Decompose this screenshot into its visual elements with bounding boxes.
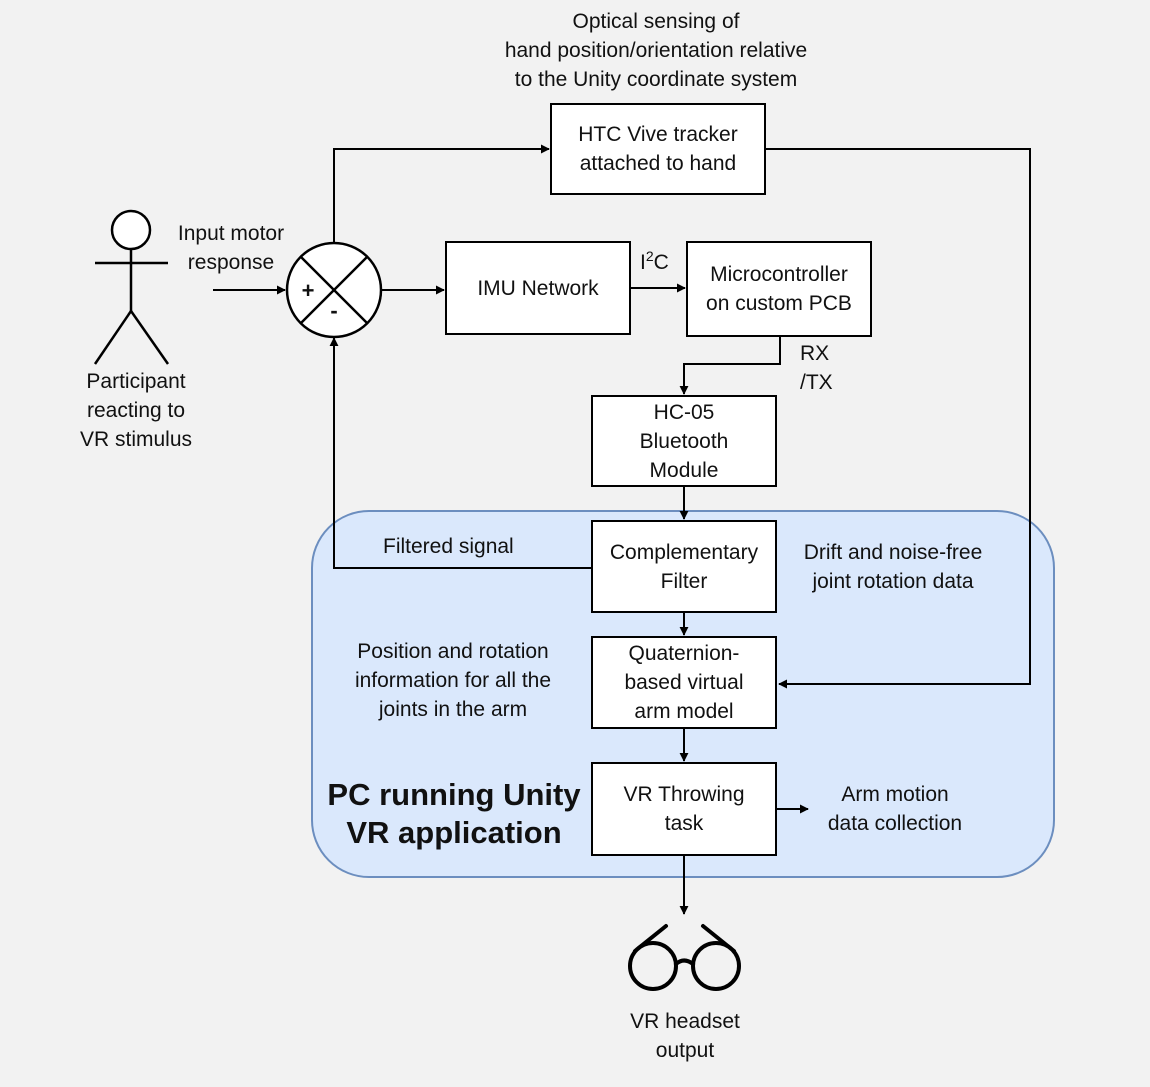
- arm-motion-data-label: Arm motion data collection: [827, 783, 963, 835]
- filtered-signal-label: Filtered signal: [383, 535, 514, 558]
- edge-micro-to-hc05: [679, 337, 781, 395]
- edge-htc-to-quat: [766, 148, 1031, 689]
- stick-figure-icon: [93, 209, 170, 365]
- microcontroller-node: Microcontroller on custom PCB: [686, 241, 872, 337]
- htc-vive-tracker-node: HTC Vive tracker attached to hand: [550, 103, 766, 195]
- edge-junction-to-htc: [333, 144, 550, 242]
- junction-plus-sign: +: [301, 278, 315, 303]
- i2c-label: I2C: [640, 248, 669, 274]
- position-rotation-info-label: Position and rotation information for al…: [354, 640, 552, 721]
- imu-network-node: IMU Network: [445, 241, 631, 335]
- glasses-icon: [628, 924, 741, 991]
- summing-junction-icon: [285, 241, 383, 339]
- edge-filter-feedback: [329, 337, 591, 569]
- junction-minus-sign: -: [330, 298, 338, 323]
- optical-sensing-label: Optical sensing of hand position/orienta…: [504, 10, 808, 91]
- input-motor-response-label: Input motor response: [177, 222, 285, 274]
- vr-headset-output-label: VR headset output: [630, 1010, 740, 1062]
- quaternion-arm-model-node: Quaternion- based virtual arm model: [591, 636, 777, 729]
- pc-unity-region-title: PC running Unity VR application: [327, 777, 581, 850]
- complementary-filter-node: Complementary Filter: [591, 520, 777, 613]
- participant-label: Participant reacting to VR stimulus: [79, 370, 193, 451]
- rx-tx-label: RX /TX: [800, 342, 833, 394]
- vr-throwing-task-node: VR Throwing task: [591, 762, 777, 856]
- drift-noise-free-label: Drift and noise-free joint rotation data: [803, 541, 983, 593]
- hc05-bluetooth-node: HC-05 Bluetooth Module: [591, 395, 777, 487]
